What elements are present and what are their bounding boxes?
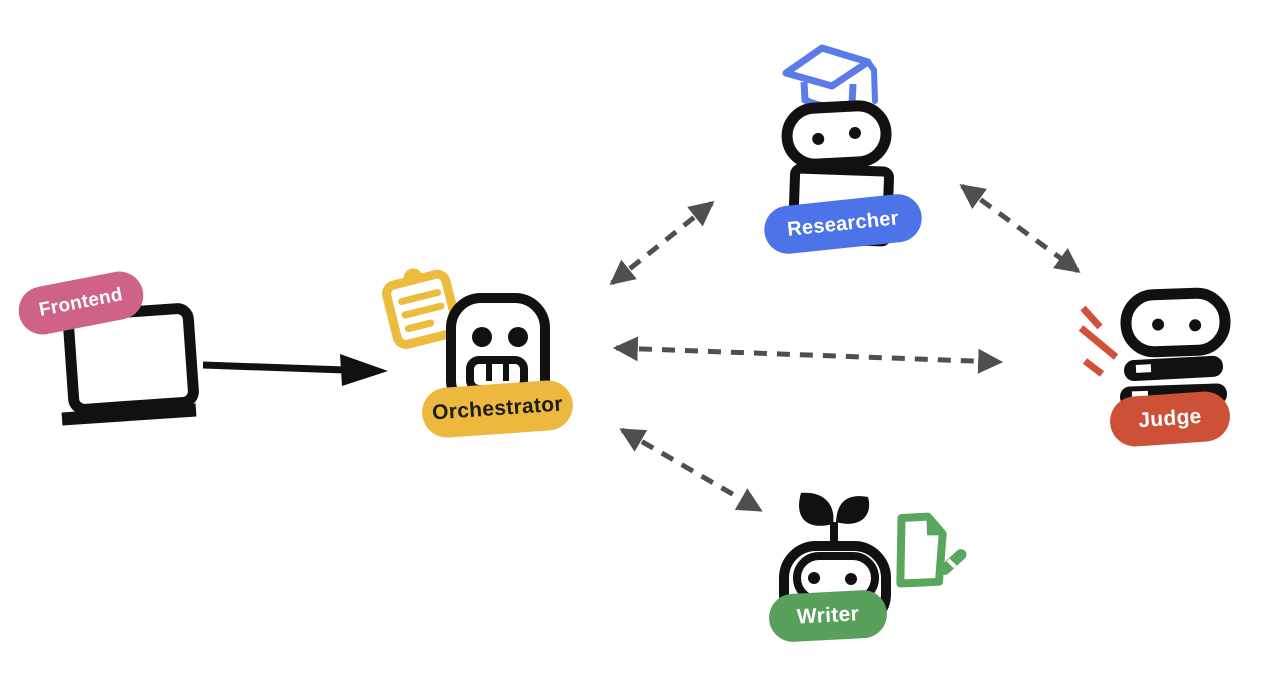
robot-eye [808, 572, 820, 584]
robot-mouth [466, 356, 528, 393]
robot-eye [845, 573, 857, 585]
document-pencil-icon [896, 512, 967, 588]
graduation-cap-icon [782, 44, 878, 111]
emphasis-marks-icon [1078, 305, 1119, 377]
robot-head [1120, 287, 1231, 358]
robot-head [781, 100, 892, 170]
orchestrator-writer-arrow [619, 427, 763, 513]
clipboard-icon [382, 268, 462, 349]
robot-eye [508, 327, 528, 347]
robot-eye [812, 132, 825, 145]
robot-eye [848, 127, 861, 140]
orchestrator-researcher-arrow [609, 201, 715, 285]
researcher-judge-arrow [959, 183, 1081, 274]
robot-eye [1152, 318, 1165, 331]
orchestrator-label: Orchestrator [420, 378, 575, 440]
robot-eye [1189, 319, 1202, 332]
robot-eye [472, 327, 492, 347]
writer-label: Writer [767, 588, 889, 644]
judge-robot-icon [1120, 287, 1231, 408]
orchestrator-judge-arrow [612, 336, 1004, 374]
judge-label: Judge [1108, 389, 1232, 449]
sprout-leaves [799, 492, 870, 554]
frontend-to-orchestrator-arrow [202, 354, 388, 386]
